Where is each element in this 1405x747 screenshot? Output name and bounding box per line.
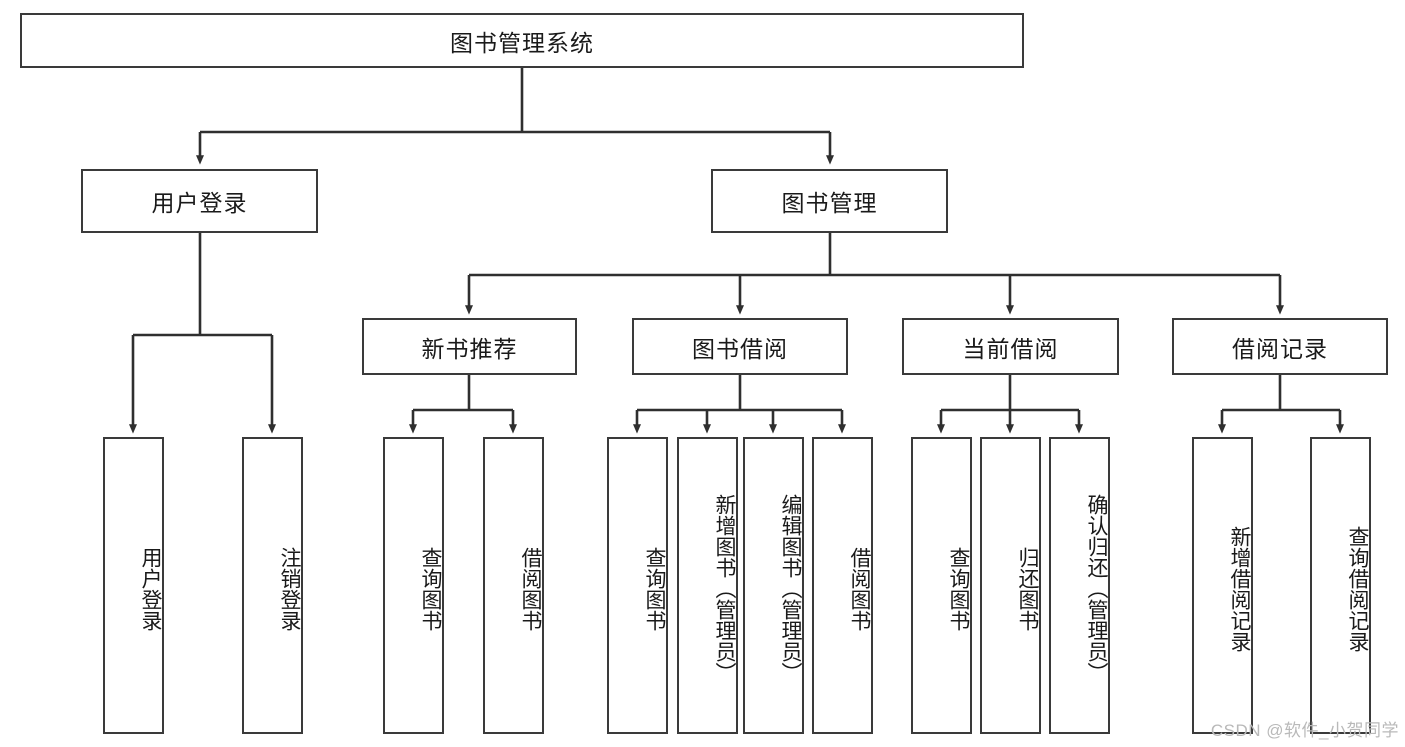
node-new-book-recommend-label: 新书推荐 [421, 335, 518, 362]
leaf-record-query[interactable]: 查询借阅记录 [1310, 437, 1371, 734]
leaf-label: 借阅图书 [848, 546, 871, 631]
leaf-borrow-query-book[interactable]: 查询图书 [607, 437, 668, 734]
leaf-label: 确认归还（管理员） [1085, 494, 1108, 683]
node-book-management-label: 图书管理 [781, 190, 878, 216]
node-book-management[interactable]: 图书管理 [711, 169, 948, 233]
leaf-label: 注销登录 [278, 546, 301, 631]
leaf-current-confirm-return[interactable]: 确认归还（管理员） [1049, 437, 1110, 734]
leaf-record-add[interactable]: 新增借阅记录 [1192, 437, 1253, 734]
leaf-new-book-query[interactable]: 查询图书 [383, 437, 444, 734]
node-borrow-record[interactable]: 借阅记录 [1172, 318, 1388, 375]
node-borrow-record-label: 借阅记录 [1232, 335, 1328, 362]
watermark: CSDN @软件_小贺同学 [1210, 721, 1399, 740]
node-current-borrow[interactable]: 当前借阅 [902, 318, 1119, 375]
leaf-label: 用户登录 [139, 546, 162, 631]
leaf-user-login-signout[interactable]: 注销登录 [242, 437, 303, 734]
node-book-borrow[interactable]: 图书借阅 [632, 318, 848, 375]
leaf-borrow-borrow-book[interactable]: 借阅图书 [812, 437, 873, 734]
leaf-current-return-book[interactable]: 归还图书 [980, 437, 1041, 734]
leaf-label: 新增图书（管理员） [713, 494, 736, 683]
leaf-user-login-signin[interactable]: 用户登录 [103, 437, 164, 734]
node-user-login[interactable]: 用户登录 [81, 169, 318, 233]
node-user-login-label: 用户登录 [151, 190, 248, 216]
leaf-label: 查询图书 [419, 546, 442, 631]
leaf-borrow-edit-book[interactable]: 编辑图书（管理员） [743, 437, 804, 734]
node-current-borrow-label: 当前借阅 [962, 335, 1059, 362]
node-new-book-recommend[interactable]: 新书推荐 [362, 318, 577, 375]
leaf-new-book-borrow[interactable]: 借阅图书 [483, 437, 544, 734]
leaf-label: 归还图书 [1016, 546, 1039, 631]
node-root-label: 图书管理系统 [450, 29, 594, 56]
leaf-label: 编辑图书（管理员） [779, 494, 802, 683]
node-book-borrow-label: 图书借阅 [692, 335, 788, 362]
leaf-label: 借阅图书 [519, 546, 542, 631]
leaf-label: 查询图书 [643, 546, 666, 631]
node-root[interactable]: 图书管理系统 [20, 13, 1024, 68]
leaf-label: 查询图书 [947, 546, 970, 631]
leaf-label: 新增借阅记录 [1228, 525, 1251, 652]
leaf-borrow-add-book[interactable]: 新增图书（管理员） [677, 437, 738, 734]
leaf-label: 查询借阅记录 [1346, 525, 1369, 652]
leaf-current-query-book[interactable]: 查询图书 [911, 437, 972, 734]
